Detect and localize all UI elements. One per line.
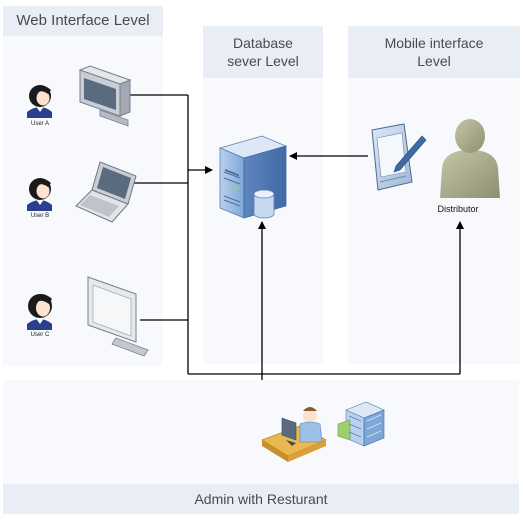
- user-c-label: User C: [30, 332, 50, 338]
- laptop-icon: [75, 161, 137, 223]
- distributor-label: Distributor: [437, 204, 479, 214]
- monitor-icon: [87, 276, 149, 357]
- restaurant-building-icon: [337, 401, 385, 447]
- admin-workstation-icon: [261, 407, 327, 462]
- user-a-label: User A: [30, 121, 49, 127]
- user-a-person-icon: [27, 85, 52, 118]
- web-lane-title: Web Interface Level: [3, 6, 163, 36]
- user-b-label: User B: [30, 213, 50, 219]
- admin-lane: [3, 380, 519, 484]
- user-b-person-icon: [27, 178, 52, 211]
- pda-tablet-icon: [371, 123, 427, 191]
- admin-lane-title: Admin with Resturant: [3, 484, 519, 514]
- mobile-lane-title: Mobile interface Level: [348, 26, 520, 78]
- connectors: [130, 94, 464, 380]
- user-c-person-icon: [27, 294, 52, 330]
- distributor-person-icon: [440, 119, 500, 198]
- database-lane-title: Database sever Level: [203, 26, 323, 78]
- mobile-lane: [348, 78, 520, 364]
- desktop-computer-icon: [78, 65, 132, 127]
- database-server-icon: [218, 135, 288, 219]
